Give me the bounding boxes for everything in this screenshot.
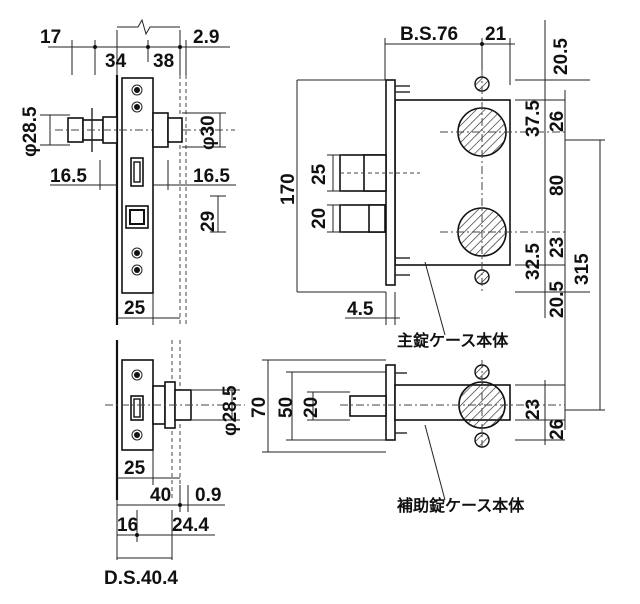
dim-23-top: 23 (547, 237, 568, 258)
main-case-label: 主錠ケース本体 (397, 331, 509, 350)
dim-32-5: 32.5 (523, 243, 544, 280)
dim-bs-76: B.S.76 (400, 24, 458, 45)
dim-23-aux: 23 (523, 399, 544, 420)
dim-20-aux: 20 (301, 397, 322, 418)
dim-34: 34 (105, 51, 127, 72)
dim-20-5-top: 20.5 (551, 38, 572, 75)
dim-4-5: 4.5 (347, 299, 374, 320)
dim-170: 170 (278, 173, 299, 205)
dim-17: 17 (40, 27, 61, 48)
dim-25-front: 25 (124, 298, 146, 319)
dim-37-5: 37.5 (523, 100, 544, 137)
dim-dia-28-5-aux: φ28.5 (220, 385, 241, 436)
dim-26-aux: 26 (547, 419, 568, 440)
dim-25-aux: 25 (124, 458, 146, 479)
dim-40: 40 (150, 485, 171, 506)
dim-dia-28-5: φ28.5 (20, 106, 41, 157)
dim-38: 38 (153, 51, 174, 72)
dim-20-5-bottom: 20.5 (547, 281, 568, 318)
dim-0-9: 0.9 (195, 485, 221, 506)
dim-29: 29 (198, 211, 219, 232)
dim-26-top: 26 (547, 111, 568, 132)
aux-front-view: φ28.5 25 40 0.9 16 24.4 D.S.40.4 (104, 340, 245, 589)
dim-2-9: 2.9 (193, 27, 219, 48)
dim-21: 21 (485, 24, 507, 45)
dim-25-latch: 25 (309, 163, 330, 185)
aux-case-label: 補助錠ケース本体 (396, 496, 525, 515)
dim-16: 16 (117, 515, 138, 536)
dim-20-bolt: 20 (309, 208, 330, 229)
front-view: 17 34 38 2.9 φ28.5 (20, 18, 236, 325)
dim-ds-40-4: D.S.40.4 (104, 568, 178, 589)
dim-dia-30: φ30 (198, 115, 219, 150)
dim-16-5-right: 16.5 (193, 166, 230, 187)
dim-70: 70 (249, 397, 270, 418)
dim-315: 315 (572, 253, 593, 285)
aux-case-side-view: 70 50 20 23 26 補助錠ケース本体 (249, 359, 568, 515)
dim-24-4: 24.4 (172, 515, 209, 536)
main-case-side-view: B.S.76 21 170 25 20 (278, 20, 605, 430)
dim-50: 50 (276, 397, 297, 418)
dim-16-5-left: 16.5 (50, 166, 87, 187)
dim-80: 80 (547, 175, 568, 196)
